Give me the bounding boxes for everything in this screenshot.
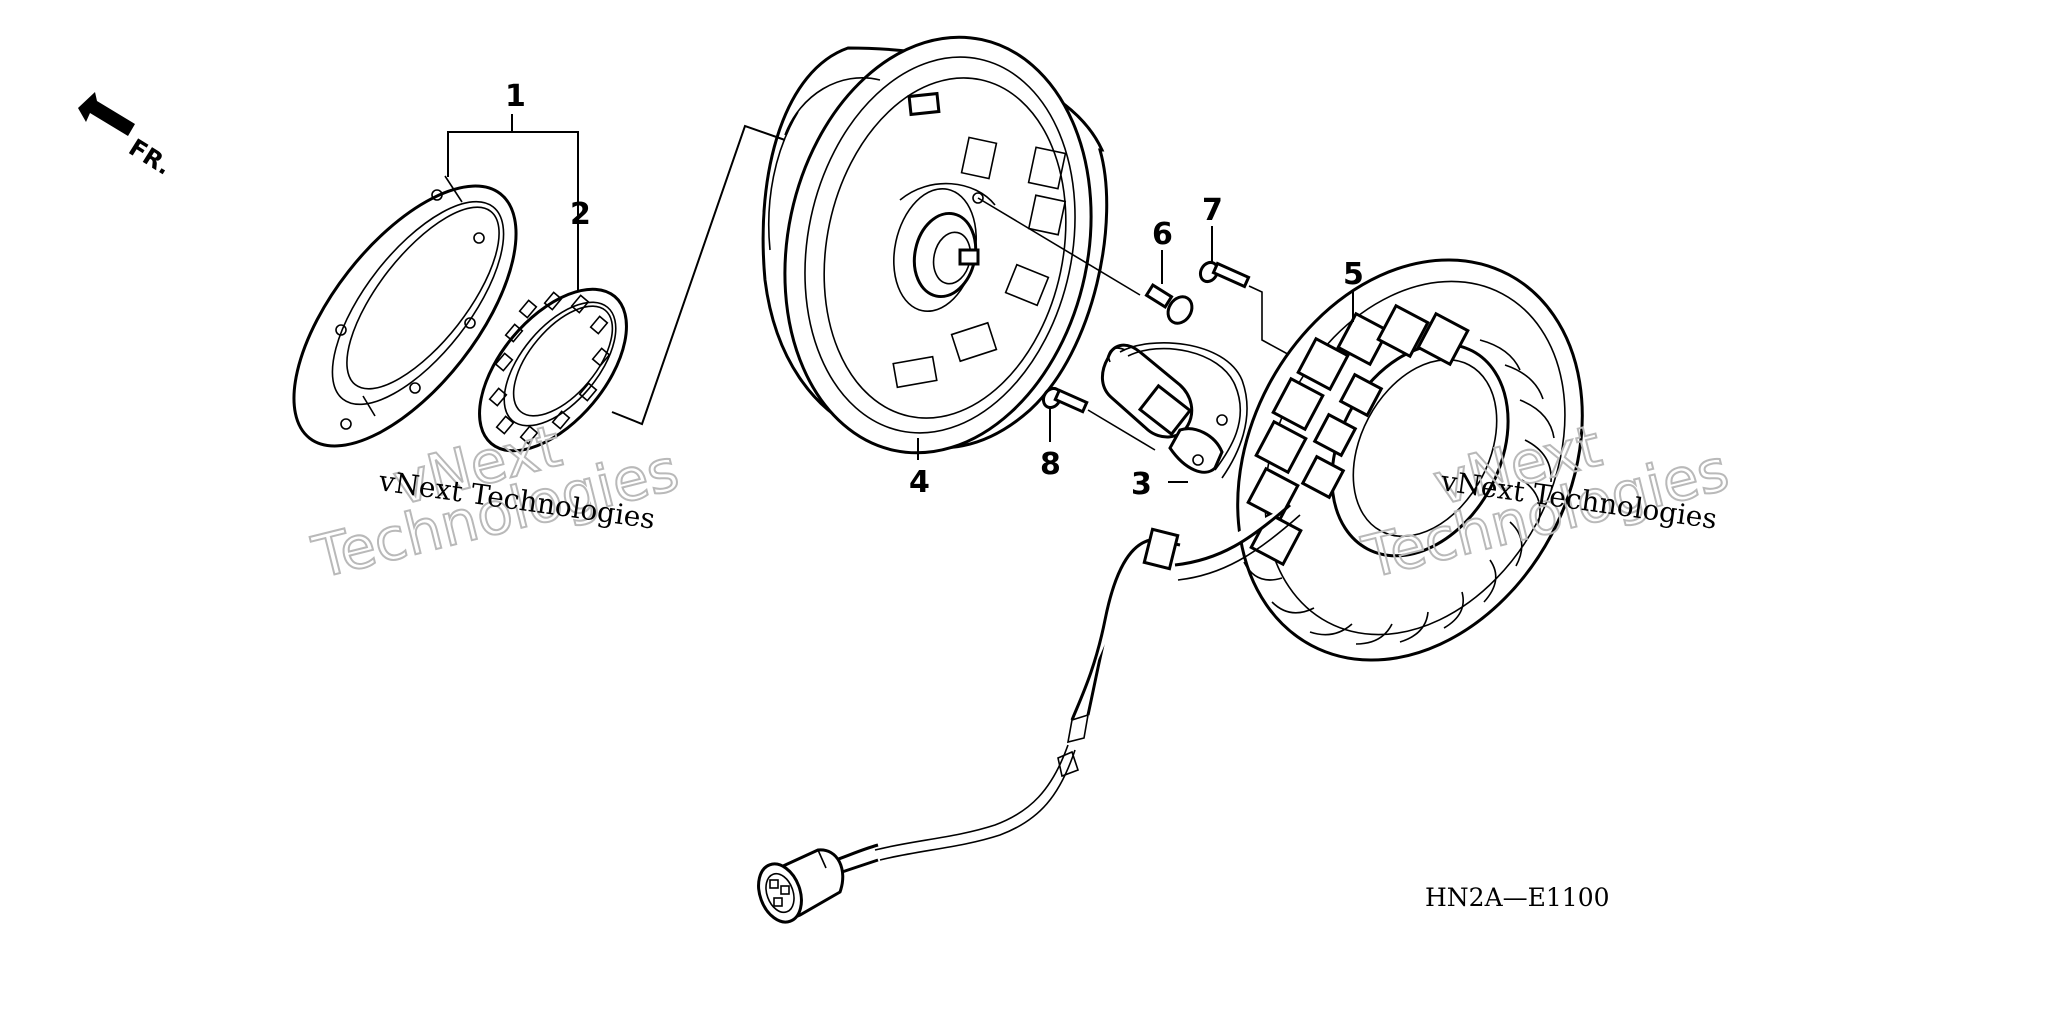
callout-4: 4 <box>909 465 930 500</box>
pulser-bolt <box>1041 386 1156 451</box>
callout-2: 2 <box>570 197 591 232</box>
callout-8: 8 <box>1040 447 1061 482</box>
callout-6: 6 <box>1152 217 1173 252</box>
one-way-clutch <box>478 287 628 453</box>
flywheel-bolt <box>977 197 1194 325</box>
callout-1: 1 <box>505 79 526 114</box>
stator-bolt-upper <box>1198 260 1296 359</box>
wire-harness <box>829 527 1181 878</box>
callout-7: 7 <box>1202 193 1223 228</box>
drawing-code: HN2A—E1100 <box>1425 883 1610 912</box>
callout-leader-flywheel-clutch <box>611 124 786 426</box>
starter-clutch-housing <box>292 175 518 448</box>
callout-3: 3 <box>1131 467 1152 502</box>
wire-connector-icon <box>757 848 845 924</box>
pulser-generator <box>1101 342 1248 479</box>
flywheel <box>761 35 1109 455</box>
stator-coil <box>1174 258 1584 662</box>
front-direction-label: FR. <box>124 133 177 180</box>
callout-5: 5 <box>1343 257 1364 292</box>
front-direction-arrow-icon <box>78 92 135 136</box>
